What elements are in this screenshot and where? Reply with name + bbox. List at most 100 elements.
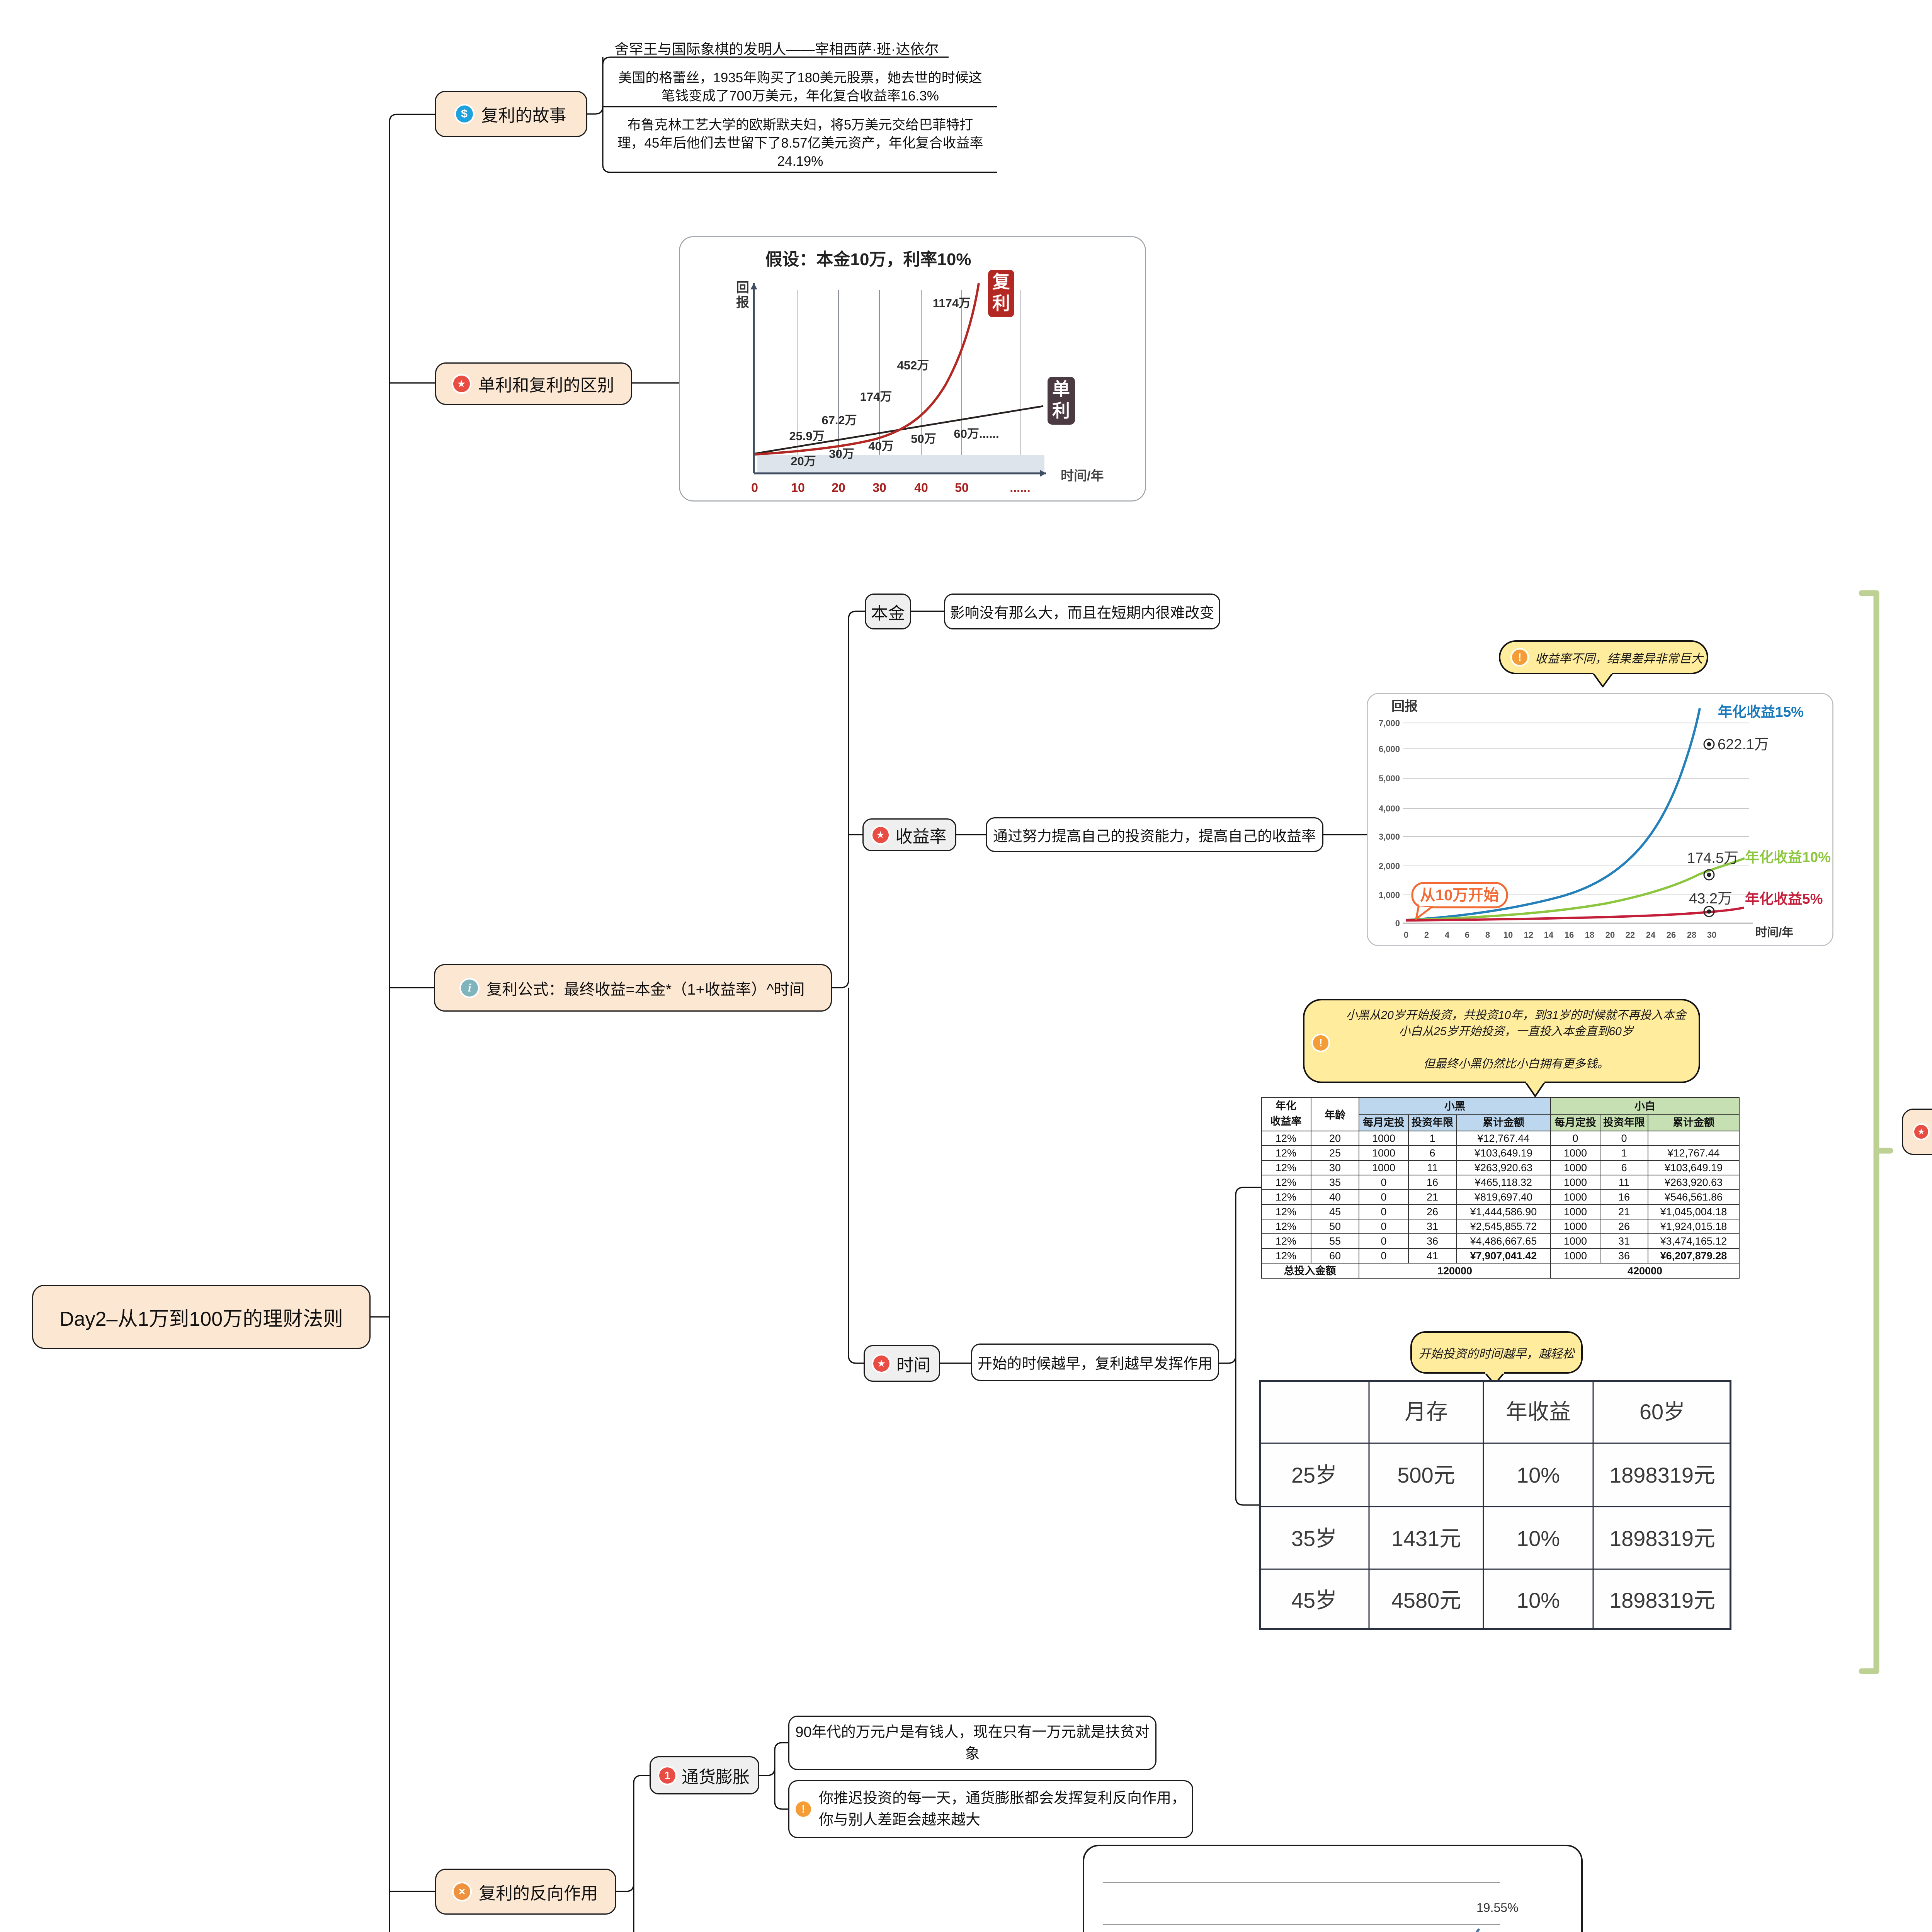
- svg-text:50: 50: [955, 481, 969, 495]
- svg-text:174.5万: 174.5万: [1687, 850, 1738, 866]
- svg-text:50: 50: [1329, 1221, 1341, 1232]
- svg-text:回报: 回报: [1391, 699, 1418, 714]
- svg-text:60岁: 60岁: [1639, 1400, 1685, 1424]
- svg-text:20万: 20万: [791, 454, 816, 468]
- svg-text:¥6,207,879.28: ¥6,207,879.28: [1660, 1250, 1727, 1262]
- svg-text:4580元: 4580元: [1391, 1588, 1461, 1612]
- svg-text:¥465,118.32: ¥465,118.32: [1475, 1177, 1532, 1188]
- svg-text:31: 31: [1618, 1235, 1630, 1247]
- svg-text:6,000: 6,000: [1379, 744, 1400, 754]
- svg-text:41: 41: [1427, 1250, 1438, 1262]
- svg-text:0: 0: [1381, 1206, 1386, 1218]
- svg-text:¥4,486,667.65: ¥4,486,667.65: [1470, 1235, 1537, 1247]
- svg-text:¥7,907,041.42: ¥7,907,041.42: [1470, 1250, 1537, 1262]
- svg-text:30: 30: [1329, 1162, 1341, 1173]
- svg-text:67.2万: 67.2万: [821, 413, 857, 427]
- svg-text:每月定投: 每月定投: [1363, 1116, 1405, 1128]
- svg-text:1000: 1000: [1564, 1147, 1587, 1159]
- svg-text:假设：本金10万，利率10%: 假设：本金10万，利率10%: [765, 250, 971, 269]
- svg-text:2: 2: [1424, 930, 1429, 940]
- svg-text:500元: 500元: [1397, 1463, 1455, 1487]
- svg-text:18: 18: [1585, 930, 1594, 940]
- svg-text:0: 0: [1381, 1177, 1386, 1188]
- svg-text:12: 12: [1524, 930, 1533, 940]
- svg-text:从10万开始: 从10万开始: [1420, 887, 1499, 904]
- svg-text:¥12,767.44: ¥12,767.44: [1477, 1133, 1529, 1144]
- svg-text:25: 25: [1329, 1147, 1341, 1159]
- svg-text:10%: 10%: [1517, 1463, 1560, 1487]
- svg-text:¥3,474,165.12: ¥3,474,165.12: [1660, 1235, 1727, 1247]
- svg-text:1000: 1000: [1372, 1147, 1395, 1159]
- svg-text:16: 16: [1427, 1177, 1438, 1188]
- svg-text:8: 8: [1485, 930, 1490, 940]
- svg-text:55: 55: [1329, 1235, 1341, 1247]
- svg-text:¥263,920.63: ¥263,920.63: [1474, 1162, 1532, 1173]
- svg-text:1000: 1000: [1564, 1191, 1587, 1203]
- svg-text:1000: 1000: [1564, 1177, 1587, 1188]
- svg-text:50万: 50万: [911, 432, 936, 446]
- svg-text:0: 0: [1572, 1133, 1578, 1144]
- svg-text:报: 报: [736, 295, 749, 310]
- svg-text:2,000: 2,000: [1379, 861, 1400, 871]
- svg-text:12%: 12%: [1276, 1133, 1296, 1144]
- svg-text:30万: 30万: [829, 447, 854, 461]
- svg-text:12%: 12%: [1276, 1235, 1296, 1247]
- svg-text:利: 利: [1052, 401, 1070, 421]
- svg-text:年化收益10%: 年化收益10%: [1745, 849, 1831, 865]
- svg-text:6: 6: [1621, 1162, 1627, 1173]
- svg-text:40: 40: [914, 481, 928, 495]
- svg-text:¥1,444,586.90: ¥1,444,586.90: [1470, 1206, 1537, 1218]
- svg-text:12%: 12%: [1276, 1221, 1296, 1232]
- svg-text:20: 20: [1329, 1133, 1341, 1144]
- svg-text:10: 10: [1503, 930, 1513, 940]
- svg-text:12%: 12%: [1276, 1250, 1296, 1262]
- svg-text:1000: 1000: [1564, 1162, 1587, 1173]
- svg-text:¥1,045,004.18: ¥1,045,004.18: [1660, 1206, 1727, 1218]
- svg-text:1431元: 1431元: [1391, 1526, 1461, 1551]
- svg-text:35: 35: [1329, 1177, 1341, 1188]
- svg-text:16: 16: [1565, 930, 1574, 940]
- svg-text:1000: 1000: [1564, 1250, 1587, 1262]
- svg-text:年化: 年化: [1276, 1100, 1296, 1112]
- svg-text:1000: 1000: [1372, 1162, 1395, 1173]
- svg-text:12%: 12%: [1276, 1191, 1296, 1203]
- svg-text:120000: 120000: [1437, 1265, 1472, 1277]
- svg-text:35岁: 35岁: [1291, 1526, 1337, 1551]
- svg-text:投资年限: 投资年限: [1603, 1116, 1645, 1128]
- svg-text:10%: 10%: [1517, 1588, 1560, 1612]
- svg-text:¥103,649.19: ¥103,649.19: [1474, 1147, 1532, 1159]
- svg-text:1898319元: 1898319元: [1609, 1588, 1715, 1612]
- svg-text:6: 6: [1429, 1147, 1435, 1159]
- svg-text:12%: 12%: [1276, 1147, 1296, 1159]
- svg-text:60万......: 60万......: [954, 427, 999, 440]
- svg-text:¥12,767.44: ¥12,767.44: [1667, 1147, 1719, 1159]
- svg-text:年化收益15%: 年化收益15%: [1718, 704, 1804, 720]
- svg-text:时间/年: 时间/年: [1061, 469, 1104, 483]
- svg-text:小白: 小白: [1634, 1100, 1655, 1112]
- svg-text:19.55%: 19.55%: [1476, 1901, 1519, 1915]
- svg-text:10: 10: [791, 481, 805, 495]
- svg-text:622.1万: 622.1万: [1718, 736, 1769, 753]
- svg-text:25.9万: 25.9万: [789, 429, 824, 443]
- svg-text:1: 1: [1429, 1133, 1435, 1144]
- svg-text:单: 单: [1052, 379, 1070, 399]
- svg-text:12%: 12%: [1276, 1162, 1296, 1173]
- svg-text:4: 4: [1445, 930, 1450, 940]
- svg-text:0: 0: [1621, 1133, 1627, 1144]
- svg-text:40万: 40万: [868, 439, 893, 453]
- svg-text:26: 26: [1618, 1221, 1630, 1232]
- svg-text:1898319元: 1898319元: [1609, 1463, 1715, 1487]
- svg-text:43.2万: 43.2万: [1689, 891, 1732, 907]
- svg-text:60: 60: [1329, 1250, 1341, 1262]
- svg-text:月存: 月存: [1405, 1400, 1448, 1424]
- svg-text:年收益: 年收益: [1506, 1400, 1571, 1424]
- svg-text:36: 36: [1427, 1235, 1438, 1247]
- svg-text:7,000: 7,000: [1379, 718, 1400, 728]
- svg-text:45岁: 45岁: [1291, 1588, 1337, 1612]
- svg-text:1000: 1000: [1564, 1206, 1587, 1218]
- svg-text:1: 1: [1621, 1147, 1627, 1159]
- svg-text:0: 0: [751, 481, 758, 495]
- svg-text:36: 36: [1618, 1250, 1630, 1262]
- svg-text:25岁: 25岁: [1291, 1463, 1337, 1487]
- svg-text:¥103,649.19: ¥103,649.19: [1664, 1162, 1723, 1173]
